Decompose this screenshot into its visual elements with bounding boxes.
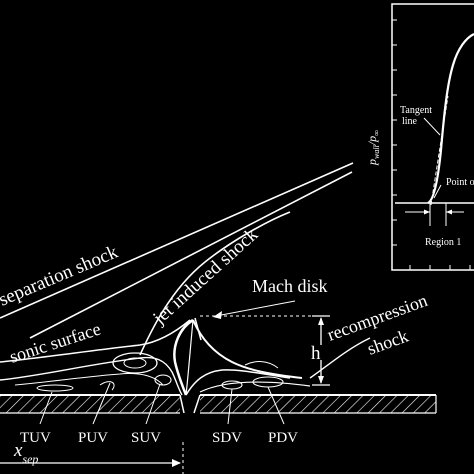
inset-x-ticks	[409, 265, 471, 270]
barrel-shock-left	[173, 318, 194, 396]
nozzle-left	[179, 394, 185, 414]
tuv-vortex	[36, 384, 74, 392]
sonic-surface-line	[0, 319, 191, 363]
inset-tangent-label-1: Tangent	[400, 105, 432, 116]
mach-disk-label: Mach disk	[252, 276, 328, 296]
inset-y-axis-label: pwall/p∞	[365, 130, 381, 166]
region-arrowhead-1	[424, 209, 430, 215]
vortex-label-puv: PUV	[78, 430, 108, 446]
wall-hatch-right	[200, 395, 436, 413]
x-sep-arrowhead	[172, 459, 181, 467]
wall-hatch-left	[0, 395, 180, 413]
vortex-pointers	[39, 382, 285, 425]
upstream-bubble-outline	[0, 356, 183, 396]
inset-point-label: Point o	[446, 177, 474, 188]
x-sep-label: xsep	[13, 440, 38, 466]
vortex-label-pdv: PDV	[268, 430, 298, 446]
separation-shock-line-2	[29, 171, 353, 339]
height-label: h	[311, 343, 321, 364]
height-dimension	[200, 315, 330, 386]
inset-y-ticks	[392, 19, 397, 246]
inset-pressure-plot: Tangent line Point o Region 1	[391, 3, 474, 271]
jet-plume-lower	[185, 369, 291, 396]
inset-region-label: Region 1	[425, 237, 461, 248]
y-label-sub: wall	[372, 144, 381, 159]
nozzle-right	[193, 394, 201, 414]
recompression-shock-line	[309, 337, 371, 379]
tangent-pointer	[423, 117, 441, 136]
region-arrowhead-2	[446, 209, 452, 215]
point-pointer	[433, 184, 442, 199]
jet-induced-shock-line	[139, 211, 291, 356]
recompression-label-2: shock	[365, 326, 411, 359]
inset-pressure-curve	[427, 33, 474, 204]
downstream-streamline	[199, 381, 311, 393]
svg-text:pwall/p∞: pwall/p∞	[365, 130, 381, 166]
y-label-main: p	[365, 159, 379, 166]
inset-tangent-label-2: line	[402, 116, 418, 127]
x-sep-main: x	[13, 440, 23, 461]
y-label-tail-sub: ∞	[372, 130, 381, 136]
puv-vortex	[112, 352, 158, 374]
x-sep-sub: sep	[22, 452, 38, 466]
suv-vortex	[154, 374, 172, 386]
inset-tangent-line	[430, 95, 449, 206]
vortex-label-tuv: TUV	[20, 430, 51, 446]
vortex-labels: TUV PUV SUV SDV PDV	[20, 430, 298, 446]
mach-disk-pointer	[215, 300, 296, 317]
mach-disk-segment	[194, 317, 202, 341]
jet-plume-upper	[192, 319, 303, 379]
vortex-label-sdv: SDV	[212, 430, 242, 446]
upstream-streamline	[14, 373, 164, 386]
x-sep-dimension	[0, 442, 184, 474]
mach-disk-arrowhead	[213, 311, 222, 319]
inset-frame	[391, 3, 474, 271]
vortex-label-suv: SUV	[131, 430, 161, 446]
jet-induced-shock-label: jet induced shock	[149, 224, 263, 330]
y-label-tail: /p	[365, 136, 379, 146]
wall	[0, 394, 437, 414]
separation-shock-line	[0, 162, 354, 319]
